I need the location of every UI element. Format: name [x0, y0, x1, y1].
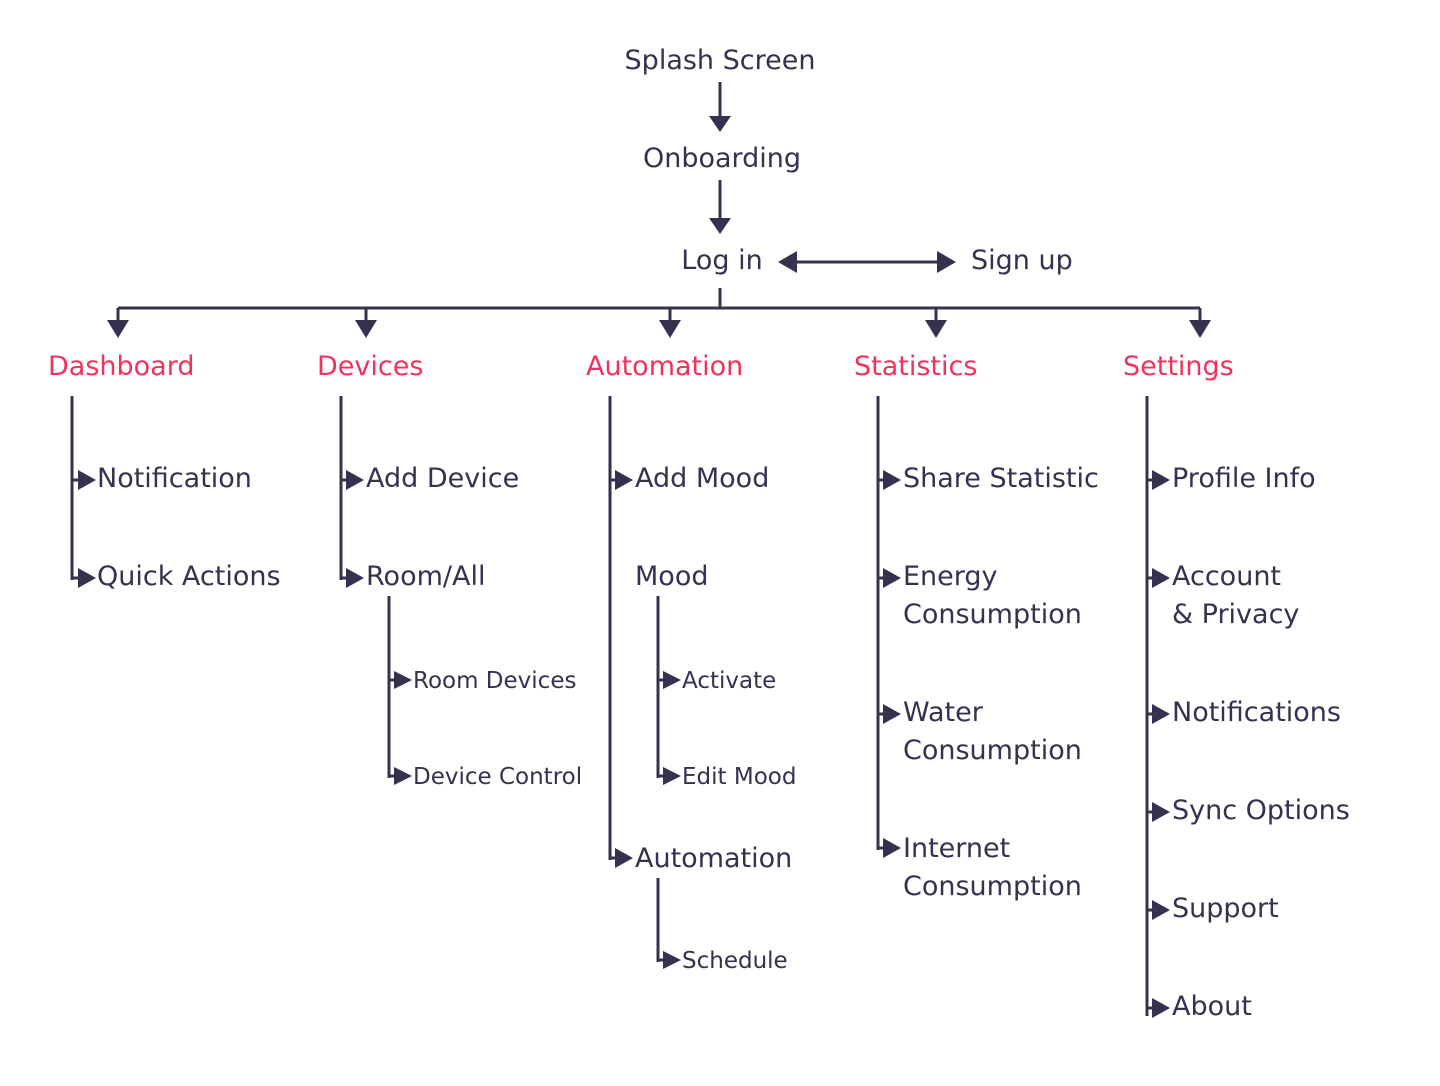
arrow-right-icon — [1152, 802, 1170, 822]
arrow-right-icon — [663, 671, 681, 689]
arrow-right-icon — [1152, 470, 1170, 490]
arrow-right-icon — [78, 470, 96, 490]
node-sync-options: Sync Options — [1172, 795, 1350, 826]
arrow-right-icon — [937, 251, 956, 273]
arrow-right-icon — [615, 470, 633, 490]
arrow-right-icon — [883, 704, 901, 724]
section-settings: Settings — [1123, 351, 1234, 382]
node-room-devices: Room Devices — [413, 668, 577, 694]
node-energy-line-1: Energy — [903, 561, 998, 592]
arrow-right-icon — [394, 767, 412, 785]
arrow-right-icon — [883, 568, 901, 588]
node-share-statistic: Share Statistic — [903, 463, 1099, 494]
node-energy-consumption: Energy Consumption — [903, 558, 1082, 634]
node-onboarding: Onboarding — [642, 143, 802, 174]
arrow-right-icon — [615, 848, 633, 868]
node-water-line-2: Consumption — [903, 735, 1082, 766]
node-support: Support — [1172, 893, 1279, 924]
node-schedule: Schedule — [682, 948, 788, 974]
node-signup: Sign up — [971, 245, 1073, 276]
node-internet-line-2: Consumption — [903, 871, 1082, 902]
arrow-right-icon — [663, 767, 681, 785]
node-splash-screen: Splash Screen — [624, 45, 816, 76]
arrow-right-icon — [346, 568, 364, 588]
section-devices: Devices — [317, 351, 424, 382]
node-device-control: Device Control — [413, 764, 583, 790]
node-mood: Mood — [635, 561, 709, 592]
arrow-right-icon — [346, 470, 364, 490]
arrow-left-icon — [778, 251, 797, 273]
node-login: Log in — [681, 245, 763, 276]
node-water-line-1: Water — [903, 697, 983, 728]
node-notifications: Notifications — [1172, 697, 1341, 728]
arrow-right-icon — [883, 470, 901, 490]
node-add-device: Add Device — [366, 463, 520, 494]
arrow-right-icon — [78, 568, 96, 588]
arrow-right-icon — [1152, 900, 1170, 920]
arrow-right-icon — [663, 951, 681, 969]
arrow-down-icon — [709, 116, 731, 132]
arrow-down-icon — [925, 320, 947, 338]
node-account-line-2: & Privacy — [1172, 599, 1300, 630]
section-dashboard: Dashboard — [48, 351, 195, 382]
node-about: About — [1172, 991, 1252, 1022]
node-energy-line-2: Consumption — [903, 599, 1082, 630]
arrow-down-icon — [355, 320, 377, 338]
node-quick-actions: Quick Actions — [97, 561, 281, 592]
arrow-down-icon — [1189, 320, 1211, 338]
arrow-down-icon — [709, 218, 731, 234]
arrow-right-icon — [1152, 704, 1170, 724]
arrow-right-icon — [1152, 998, 1170, 1018]
node-internet-consumption: Internet Consumption — [903, 830, 1082, 906]
arrow-right-icon — [883, 838, 901, 858]
section-statistics: Statistics — [854, 351, 978, 382]
node-automation: Automation — [635, 843, 793, 874]
arrow-right-icon — [394, 671, 412, 689]
node-profile-info: Profile Info — [1172, 463, 1316, 494]
node-account-privacy: Account & Privacy — [1172, 558, 1299, 634]
node-room-all: Room/All — [366, 561, 486, 592]
node-account-line-1: Account — [1172, 561, 1282, 592]
node-add-mood: Add Mood — [635, 463, 770, 494]
node-activate: Activate — [682, 668, 777, 694]
node-internet-line-1: Internet — [903, 833, 1011, 864]
node-notification: Notification — [97, 463, 252, 494]
node-edit-mood: Edit Mood — [682, 764, 797, 790]
arrow-down-icon — [659, 320, 681, 338]
section-automation: Automation — [586, 351, 744, 382]
arrow-right-icon — [1152, 568, 1170, 588]
node-water-consumption: Water Consumption — [903, 694, 1082, 770]
arrow-down-icon — [107, 320, 129, 338]
